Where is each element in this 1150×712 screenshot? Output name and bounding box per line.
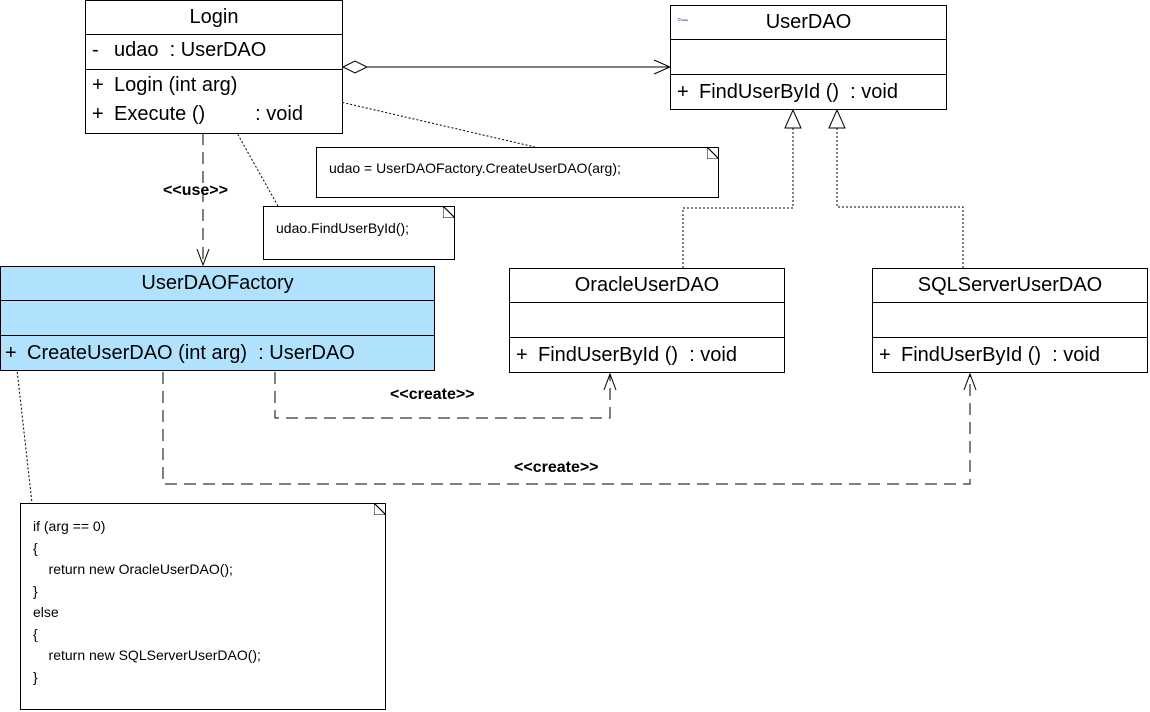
stereotype-create-sqlserver: <<create>> xyxy=(514,459,599,476)
code-line: return new OracleUserDAO(); xyxy=(33,561,233,577)
class-userdaofactory[interactable]: UserDAOFactory +CreateUserDAO (int arg) … xyxy=(0,266,435,371)
class-oracleuserdao-name: OracleUserDAO xyxy=(510,269,784,303)
stereotype-use: <<use>> xyxy=(163,182,228,199)
stereotype-create-oracle: <<create>> xyxy=(390,386,475,403)
note-find-call-text: udao.FindUserById(); xyxy=(276,220,410,236)
code-line: else xyxy=(33,604,59,620)
class-oracleuserdao-attributes xyxy=(510,303,784,338)
code-line: { xyxy=(33,625,38,642)
aggregation-login-userdao xyxy=(341,59,672,75)
operation-sqlserver-finduserbyid: +FindUserById () : void xyxy=(879,344,1100,366)
operation-finduserbyid: +FindUserById () : void xyxy=(677,81,898,103)
note-anchor-factory-code xyxy=(14,351,33,504)
interface-icon: ◦‒ xyxy=(677,12,688,26)
operation-login: +Login (int arg) xyxy=(92,74,238,96)
code-line: } xyxy=(33,668,38,685)
create-dependency-sqlserver xyxy=(162,372,977,485)
class-userdao-name: UserDAO xyxy=(671,6,946,40)
note-fold-icon xyxy=(443,206,455,218)
class-userdaofactory-name: UserDAOFactory xyxy=(1,267,434,301)
note-fold-icon xyxy=(374,503,386,515)
class-login-name: Login xyxy=(86,1,342,35)
class-login-attributes: -udao : UserDAO xyxy=(86,35,342,70)
note-create-call-text: udao = UserDAOFactory.CreateUserDAO(arg)… xyxy=(329,160,621,176)
code-line: { xyxy=(33,539,38,556)
class-userdaofactory-operations: +CreateUserDAO (int arg) : UserDAO xyxy=(1,336,434,368)
attribute-udao: -udao : UserDAO xyxy=(92,39,267,61)
class-userdao-operations: +FindUserById () : void xyxy=(671,75,946,107)
class-oracleuserdao-operations: +FindUserById () : void xyxy=(510,338,784,370)
class-userdaofactory-attributes xyxy=(1,301,434,336)
operation-oracle-finduserbyid: +FindUserById () : void xyxy=(516,344,737,366)
class-sqlserveruserdao-attributes xyxy=(873,303,1147,338)
class-userdao-attributes xyxy=(671,40,946,75)
class-sqlserveruserdao-operations: +FindUserById () : void xyxy=(873,338,1147,370)
class-oracleuserdao[interactable]: OracleUserDAO +FindUserById () : void xyxy=(509,268,785,373)
create-dependency-oracle xyxy=(274,372,617,419)
realization-sqlserver xyxy=(828,108,964,268)
use-dependency-line xyxy=(196,133,210,267)
class-login-operations: +Login (int arg) +Execute () : void xyxy=(86,70,342,129)
operation-createuserdao: +CreateUserDAO (int arg) : UserDAO xyxy=(5,342,355,364)
note-create-call: udao = UserDAOFactory.CreateUserDAO(arg)… xyxy=(316,147,719,198)
note-factory-code: if (arg == 0) { return new OracleUserDAO… xyxy=(20,503,386,710)
class-sqlserveruserdao[interactable]: SQLServerUserDAO +FindUserById () : void xyxy=(872,268,1148,373)
code-line: } xyxy=(33,582,38,599)
class-sqlserveruserdao-name: SQLServerUserDAO xyxy=(873,269,1147,303)
realization-oracle xyxy=(682,108,802,268)
class-login[interactable]: Login -udao : UserDAO +Login (int arg) +… xyxy=(85,0,343,134)
note-find-call: udao.FindUserById(); xyxy=(263,206,455,260)
note-fold-icon xyxy=(707,147,719,159)
code-line: if (arg == 0) xyxy=(33,518,106,534)
operation-execute: +Execute () : void xyxy=(92,103,303,125)
code-line: return new SQLServerUserDAO(); xyxy=(33,647,261,663)
class-userdao[interactable]: ◦‒ UserDAO +FindUserById () : void xyxy=(670,5,947,110)
